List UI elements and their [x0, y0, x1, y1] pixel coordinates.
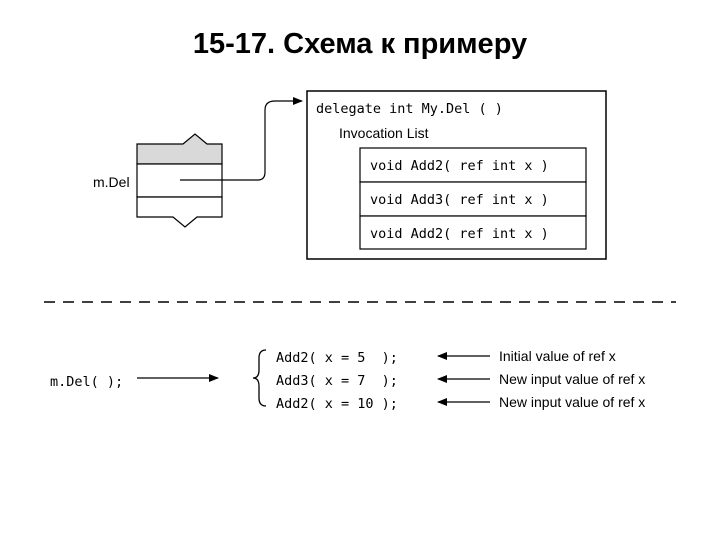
invocation-entry-1-label: void Add2( ref int x ) [370, 158, 549, 174]
invocation-entry-1 [359, 147, 587, 183]
page-title: 15-17. Схема к примеру [192, 28, 528, 60]
stack-lower-cell [136, 196, 223, 228]
call-line-1: Add2( x = 5 ); [276, 350, 398, 366]
invocation-list: void Add2( ref int x ) void Add3( ref in… [359, 147, 587, 250]
call-line-3: Add2( x = 10 ); [276, 396, 398, 412]
note-2: New input value of ref x [499, 371, 645, 387]
stack-shaded-cell [136, 133, 223, 165]
call-line-2: Add3( x = 7 ); [276, 373, 398, 389]
reference-arrow [180, 97, 303, 181]
invocation-entry-2-label: void Add3( ref int x ) [370, 192, 549, 208]
call-brace [252, 349, 267, 407]
note-3: New input value of ref x [499, 394, 645, 410]
delegate-declaration: delegate int My.Del ( ) [316, 101, 503, 117]
delegate-call: m.Del( ); [50, 374, 123, 390]
invocation-list-title: Invocation List [339, 125, 429, 141]
invocation-entry-3 [359, 215, 587, 250]
memory-stack [136, 133, 223, 228]
note-1: Initial value of ref x [499, 348, 616, 364]
invocation-entry-2 [359, 181, 587, 217]
variable-label: m.Del [93, 174, 130, 190]
invocation-entry-3-label: void Add2( ref int x ) [370, 226, 549, 242]
